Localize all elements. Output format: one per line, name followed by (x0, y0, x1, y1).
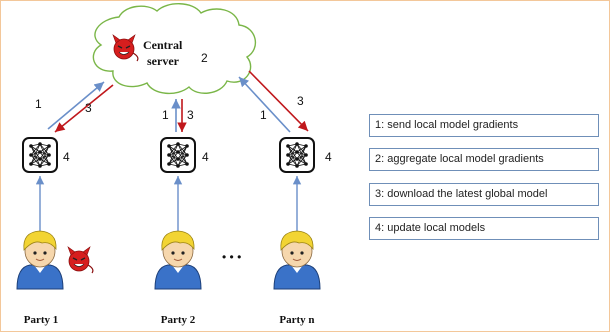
person-icon (273, 230, 321, 290)
party-1-update-step: 4 (63, 150, 70, 164)
ellipsis: • • • (222, 250, 241, 264)
party-1-up-step: 1 (35, 97, 42, 111)
legend-item-3: 3: download the latest global model (369, 183, 599, 206)
legend-item-1: 1: send local model gradients (369, 114, 599, 137)
neural-network-icon (279, 137, 315, 173)
party-n-label: Party n (279, 314, 315, 326)
party-n-update-step: 4 (325, 150, 332, 164)
devil-icon (67, 246, 94, 274)
party-1-label: Party 1 (23, 314, 59, 326)
server-step-label: 2 (201, 51, 208, 65)
person-icon (154, 230, 202, 290)
party-n-up-step: 1 (260, 108, 267, 122)
server-title-line2: server (147, 54, 180, 68)
party-1-down-step: 3 (85, 101, 92, 115)
cloud-icon (92, 3, 257, 94)
legend-item-2: 2: aggregate local model gradients (369, 148, 599, 171)
legend-item-4: 4: update local models (369, 217, 599, 240)
send-arrow-party-n (238, 76, 291, 133)
person-icon (16, 230, 64, 290)
send-arrow-party-1 (47, 81, 105, 130)
party-2-label: Party 2 (160, 314, 196, 326)
party-2-up-step: 1 (162, 108, 169, 122)
neural-network-icon (160, 137, 196, 173)
party-n-down-step: 3 (297, 94, 304, 108)
party-2-update-step: 4 (202, 150, 209, 164)
neural-network-icon (22, 137, 58, 173)
party-2-down-step: 3 (187, 108, 194, 122)
download-arrow-party-n (248, 70, 309, 132)
server-title-line1: Central (143, 38, 183, 52)
download-arrow-party-1 (54, 84, 114, 133)
